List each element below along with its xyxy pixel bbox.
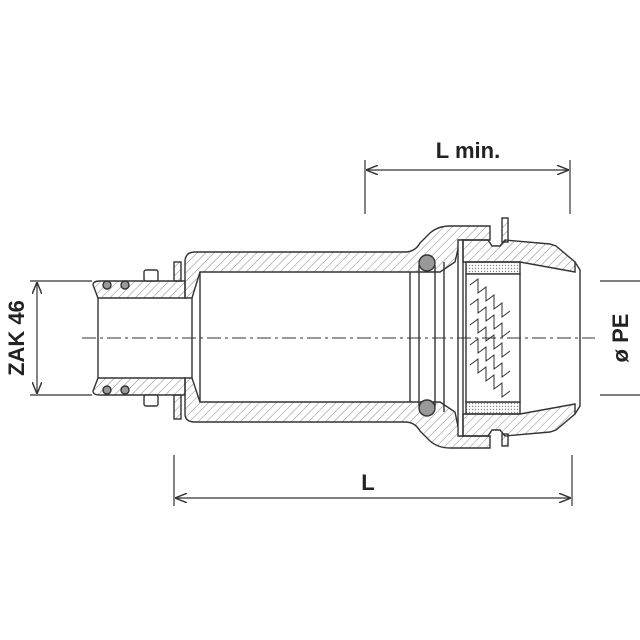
fitting-body [92, 217, 581, 449]
zak-label: ZAK 46 [4, 300, 29, 376]
l-label: L [361, 470, 374, 495]
l-min-label: L min. [436, 138, 500, 163]
pe-label: ø PE [608, 314, 633, 363]
dimension-lines [30, 160, 640, 506]
